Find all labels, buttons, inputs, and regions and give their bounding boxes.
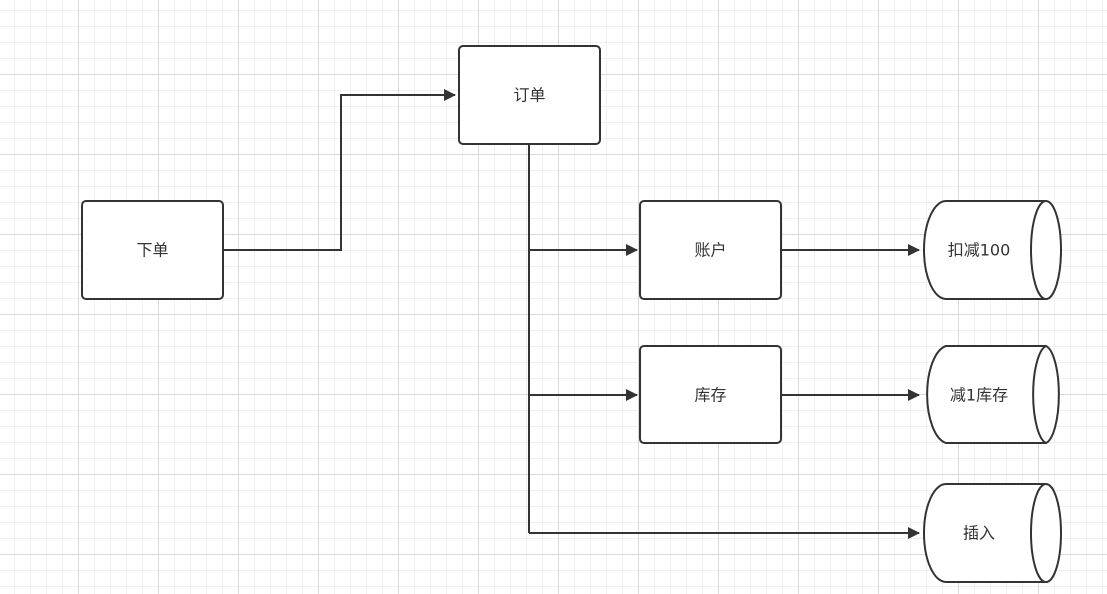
store-insert-label: 插入 [963,524,995,543]
node-inventory[interactable]: 库存 [639,345,782,444]
node-inventory-label: 库存 [694,386,726,405]
node-account[interactable]: 账户 [639,200,782,300]
edge-place-order-to-order [223,89,456,251]
node-account-label: 账户 [694,241,726,260]
node-place-order-label: 下单 [136,241,168,260]
node-place-order[interactable]: 下单 [81,200,224,300]
store-deduct-label: 扣减100 [948,241,1011,260]
store-reduce-stock-label: 减1库存 [950,386,1008,405]
store-deduct[interactable]: 扣减100 [923,200,1062,300]
node-order[interactable]: 订单 [458,45,601,145]
store-insert[interactable]: 插入 [923,483,1062,583]
store-reduce-stock[interactable]: 减1库存 [926,345,1060,444]
node-order-label: 订单 [513,86,545,105]
